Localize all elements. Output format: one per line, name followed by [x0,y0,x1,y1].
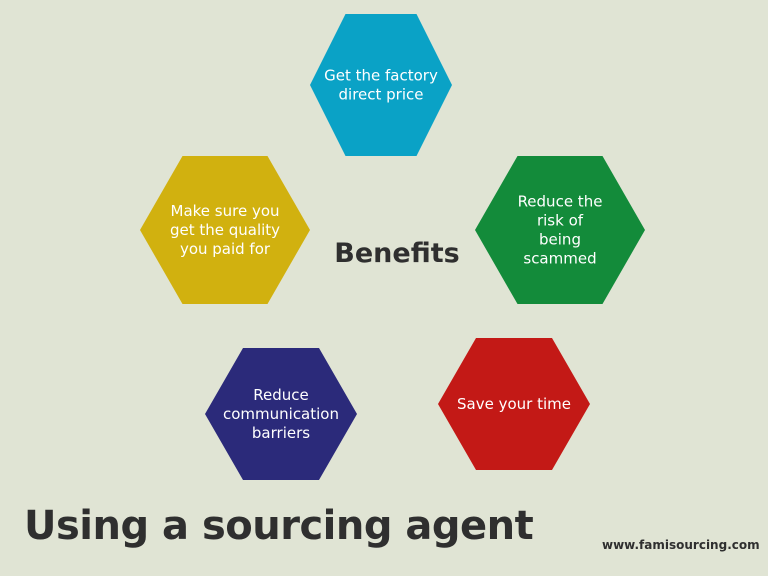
benefit-label-line: direct price [339,86,424,104]
hexagon-shape [205,348,357,480]
benefit-label-line: scammed [523,250,596,268]
hexagon-shape [140,156,310,304]
website-url: www.famisourcing.com [602,538,760,552]
benefit-label-line: Save your time [457,395,571,413]
benefit-label-line: Get the factory [324,67,438,85]
benefit-hexagon-3: Save your time [438,338,590,470]
benefit-label-line: risk of [537,212,584,230]
benefit-label-line: barriers [252,424,310,442]
hexagon-shape [438,338,590,470]
benefit-label-line: Reduce [253,386,308,404]
center-label: Benefits [334,238,459,269]
benefit-label-line: get the quality [170,221,280,239]
benefit-label-line: you paid for [180,240,271,258]
benefit-label-line: Make sure you [171,202,280,220]
main-title: Using a sourcing agent [24,503,534,549]
benefit-label-line: being [539,231,581,249]
benefit-label-line: communication [223,405,339,423]
hexagon-shape [310,14,452,156]
benefit-label-line: Reduce the [518,193,603,211]
hexagon-shape [475,156,645,304]
